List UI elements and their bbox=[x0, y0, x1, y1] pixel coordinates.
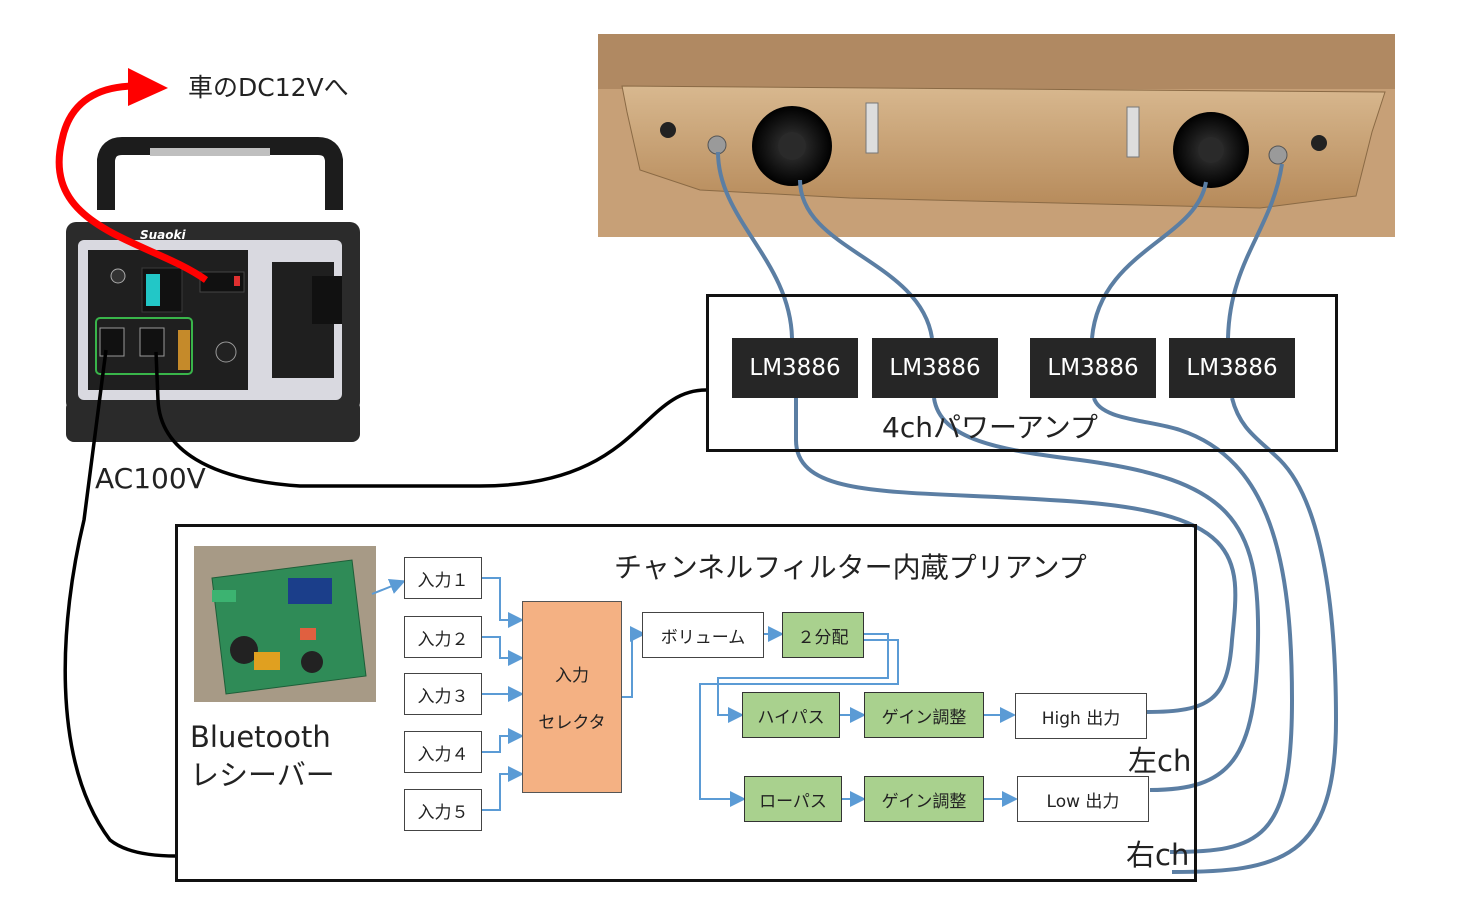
power-station-photo bbox=[66, 137, 360, 442]
ac-label: AC100V bbox=[95, 462, 206, 495]
input-3-box: 入力３ bbox=[404, 673, 482, 715]
speaker-wires bbox=[716, 151, 1284, 339]
input-selector-box: 入力 セレクタ bbox=[522, 601, 622, 793]
power-amp-title: 4chパワーアンプ bbox=[882, 411, 1098, 444]
lowpass-box: ローパス bbox=[744, 776, 842, 822]
highpass-box: ハイパス bbox=[742, 692, 840, 738]
amp-input-wires bbox=[794, 397, 1339, 874]
car-dc-label: 車のDC12Vへ bbox=[188, 73, 349, 102]
amp-channel-2: LM3886 bbox=[872, 338, 998, 398]
ac-cable-to-amp bbox=[154, 351, 707, 488]
bluetooth-label: Bluetooth レシーバー bbox=[190, 718, 335, 794]
bluetooth-label-line1: Bluetooth bbox=[190, 720, 331, 754]
splitter-box: ２分配 bbox=[782, 612, 864, 658]
input-1-box: 入力１ bbox=[404, 557, 482, 599]
speaker-board-photo bbox=[598, 34, 1395, 237]
input-5-box: 入力５ bbox=[404, 789, 482, 831]
amp-channel-4: LM3886 bbox=[1169, 338, 1295, 398]
preamp-frame bbox=[175, 524, 1197, 882]
gain-high-box: ゲイン調整 bbox=[864, 692, 984, 738]
low-output-box: Low 出力 bbox=[1017, 776, 1149, 822]
gain-low-box: ゲイン調整 bbox=[864, 776, 984, 822]
high-output-box: High 出力 bbox=[1015, 693, 1147, 739]
bluetooth-label-line2: レシーバー bbox=[190, 758, 335, 792]
input-2-box: 入力２ bbox=[404, 616, 482, 658]
preamp-title: チャンネルフィルター内蔵プリアンプ bbox=[614, 551, 1087, 584]
bluetooth-receiver-photo bbox=[194, 546, 376, 702]
input-selector-line2: セレクタ bbox=[538, 713, 606, 733]
input-4-box: 入力４ bbox=[404, 731, 482, 773]
power-amp-frame bbox=[706, 294, 1338, 452]
right-ch-label: 右ch bbox=[1126, 838, 1190, 872]
volume-box: ボリューム bbox=[642, 612, 764, 658]
amp-channel-3: LM3886 bbox=[1030, 338, 1156, 398]
left-ch-label: 左ch bbox=[1128, 744, 1192, 778]
car-dc-arrow bbox=[55, 68, 209, 283]
preamp-signal-lines bbox=[371, 577, 1018, 811]
ac-cable-to-preamp bbox=[63, 349, 177, 858]
amp-channel-1: LM3886 bbox=[732, 338, 858, 398]
input-selector-line1: 入力 bbox=[555, 666, 589, 686]
power-brand-label: Suaoki bbox=[140, 228, 186, 242]
